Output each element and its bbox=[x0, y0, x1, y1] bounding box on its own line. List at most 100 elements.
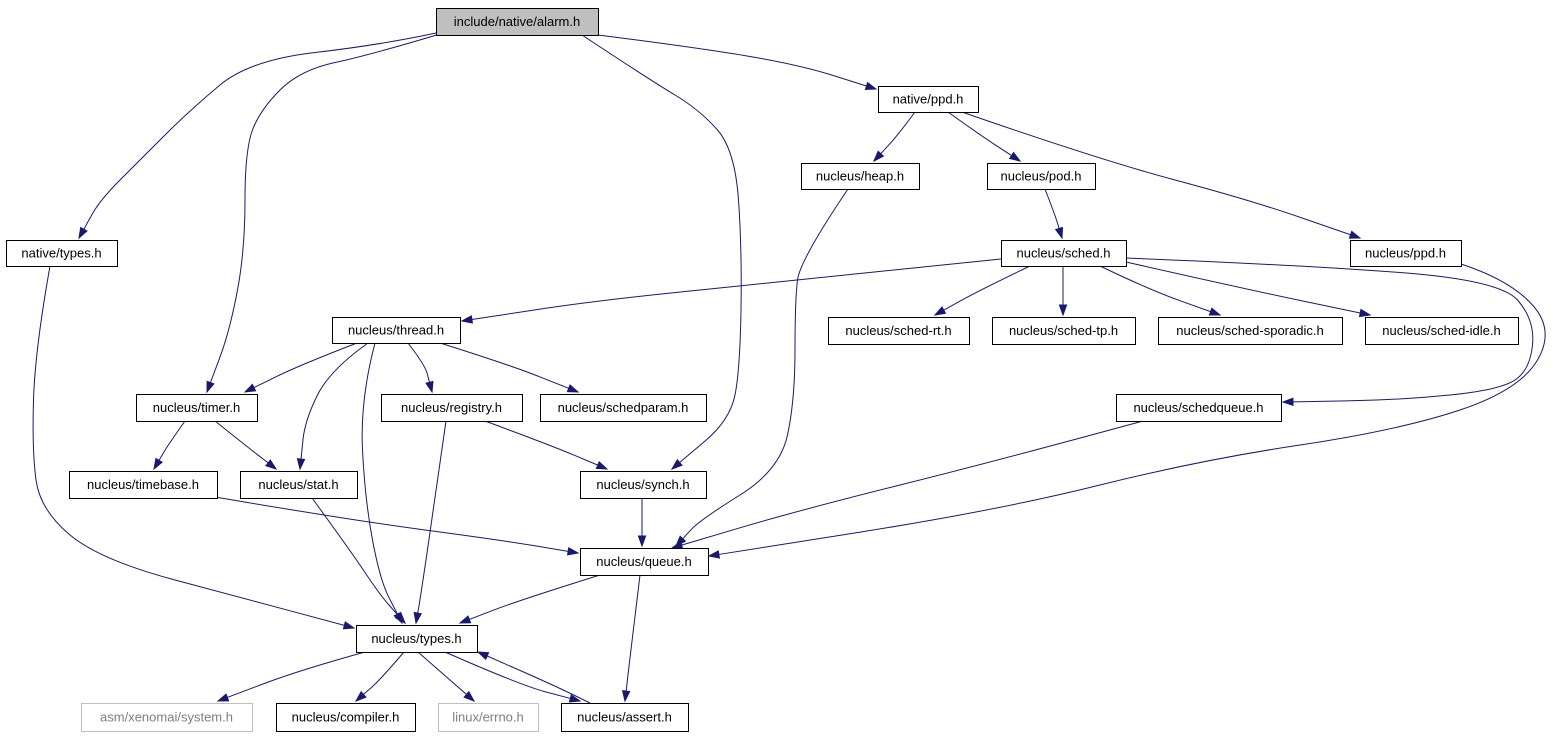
node-timebase[interactable]: nucleus/timebase.h bbox=[69, 471, 218, 499]
edge-arrowhead bbox=[476, 651, 490, 661]
edge-arrowhead bbox=[425, 380, 434, 394]
edge-sched-to-sched_sporadic bbox=[1099, 265, 1222, 316]
edge-arrowhead bbox=[864, 81, 878, 90]
node-box bbox=[240, 471, 358, 499]
edge-arrowhead bbox=[933, 306, 947, 316]
edge-line bbox=[947, 111, 1012, 156]
edge-line bbox=[486, 655, 591, 704]
node-box bbox=[438, 703, 539, 732]
node-box bbox=[540, 394, 707, 422]
node-thread[interactable]: nucleus/thread.h bbox=[332, 317, 461, 344]
edge-synch-to-queue bbox=[637, 498, 647, 548]
edge-arrowhead bbox=[206, 380, 215, 394]
node-label: linux/errno.h bbox=[452, 710, 524, 725]
node-timer[interactable]: nucleus/timer.h bbox=[136, 394, 258, 422]
edge-line bbox=[1125, 261, 1361, 314]
node-label: nucleus/timebase.h bbox=[87, 477, 199, 492]
node-asm-system: asm/xenomai/system.h bbox=[81, 703, 253, 732]
edge-alarm-to-timer bbox=[206, 33, 441, 394]
node-box bbox=[561, 703, 689, 732]
edge-native_ppd-to-heap bbox=[872, 111, 916, 163]
nodes-layer: include/native/alarm.h native/ppd.h native… bbox=[6, 8, 1519, 732]
edge-registry-to-synch bbox=[484, 420, 609, 470]
edge-arrowhead bbox=[1208, 307, 1222, 316]
edge-line bbox=[439, 342, 569, 389]
edge-assert-to-nucleus_types bbox=[476, 651, 591, 704]
node-native-ppd[interactable]: native/ppd.h bbox=[878, 86, 979, 113]
edge-nucleus_types-to-asm_system bbox=[216, 651, 366, 702]
node-heap[interactable]: nucleus/heap.h bbox=[801, 163, 920, 190]
edge-line bbox=[471, 258, 1002, 320]
node-pod[interactable]: nucleus/pod.h bbox=[987, 163, 1096, 190]
node-sched-tp[interactable]: nucleus/sched-tp.h bbox=[992, 317, 1136, 345]
edge-arrowhead bbox=[458, 615, 472, 624]
node-schedqueue[interactable]: nucleus/schedqueue.h bbox=[1116, 394, 1282, 422]
edge-native_ppd-to-pod bbox=[947, 111, 1022, 162]
edge-arrowhead bbox=[1008, 151, 1022, 162]
edge-line bbox=[961, 111, 1351, 236]
edge-queue-to-nucleus_types bbox=[458, 574, 601, 624]
edge-line bbox=[718, 263, 1546, 555]
edge-arrowhead bbox=[296, 458, 306, 471]
node-assert[interactable]: nucleus/assert.h bbox=[561, 703, 689, 732]
node-label: nucleus/thread.h bbox=[348, 323, 444, 338]
node-schedparam[interactable]: nucleus/schedparam.h bbox=[540, 394, 707, 422]
edge-line bbox=[210, 33, 441, 383]
node-errno: linux/errno.h bbox=[438, 703, 539, 732]
edge-line bbox=[83, 32, 437, 230]
node-label: nucleus/stat.h bbox=[258, 477, 338, 492]
edge-sched-to-sched_idle bbox=[1125, 261, 1372, 318]
edge-line bbox=[214, 420, 269, 464]
edge-line bbox=[681, 420, 1144, 546]
edge-line bbox=[1044, 188, 1060, 229]
node-box bbox=[992, 317, 1136, 345]
edge-arrowhead bbox=[394, 612, 406, 625]
edge-arrowhead bbox=[463, 690, 476, 702]
node-nucleus-ppd[interactable]: nucleus/ppd.h bbox=[1350, 240, 1462, 267]
node-label: include/native/alarm.h bbox=[454, 14, 580, 29]
node-box bbox=[580, 548, 709, 576]
edge-stat-to-nucleus_types bbox=[311, 497, 406, 625]
edge-arrowhead bbox=[1058, 304, 1068, 317]
node-sched[interactable]: nucleus/sched.h bbox=[1001, 240, 1127, 267]
edge-sched-to-sched_tp bbox=[1058, 266, 1068, 317]
edge-nucleus_types-to-compiler bbox=[354, 651, 405, 702]
node-queue[interactable]: nucleus/queue.h bbox=[580, 548, 709, 576]
edges-layer bbox=[32, 32, 1546, 704]
node-native-types[interactable]: native/types.h bbox=[6, 240, 118, 267]
node-box bbox=[1001, 240, 1127, 267]
node-label: nucleus/sched-idle.h bbox=[1382, 323, 1501, 338]
edge-arrowhead bbox=[1358, 308, 1372, 318]
node-label: nucleus/sched.h bbox=[1017, 246, 1111, 261]
edge-arrowhead bbox=[566, 547, 580, 556]
node-box bbox=[136, 394, 258, 422]
edge-line bbox=[597, 34, 867, 87]
edge-line bbox=[444, 651, 571, 699]
node-box bbox=[381, 394, 523, 422]
node-label: nucleus/pod.h bbox=[1001, 169, 1082, 184]
node-synch[interactable]: nucleus/synch.h bbox=[580, 471, 707, 499]
node-sched-sporadic[interactable]: nucleus/sched-sporadic.h bbox=[1158, 317, 1343, 345]
node-registry[interactable]: nucleus/registry.h bbox=[381, 394, 523, 422]
node-nucleus-types[interactable]: nucleus/types.h bbox=[356, 625, 478, 653]
edge-line bbox=[484, 420, 598, 466]
node-label: nucleus/types.h bbox=[371, 631, 461, 646]
node-stat[interactable]: nucleus/stat.h bbox=[240, 471, 358, 499]
edge-line bbox=[943, 265, 1031, 311]
edge-line bbox=[1125, 257, 1534, 403]
edge-line bbox=[469, 574, 601, 620]
edge-queue-to-assert bbox=[621, 574, 641, 703]
node-sched-rt[interactable]: nucleus/sched-rt.h bbox=[828, 317, 970, 345]
node-sched-idle[interactable]: nucleus/sched-idle.h bbox=[1365, 317, 1519, 345]
edge-arrowhead bbox=[566, 384, 580, 393]
edge-line bbox=[311, 497, 399, 616]
node-box bbox=[878, 86, 979, 113]
node-box bbox=[1350, 240, 1462, 267]
edge-nucleus_types-to-assert bbox=[444, 651, 582, 703]
edge-alarm-to-native_ppd bbox=[597, 34, 878, 90]
node-compiler[interactable]: nucleus/compiler.h bbox=[276, 703, 416, 732]
edge-line bbox=[253, 342, 358, 389]
edge-arrowhead bbox=[621, 690, 631, 703]
edge-native_types-to-nucleus_types bbox=[32, 265, 356, 630]
